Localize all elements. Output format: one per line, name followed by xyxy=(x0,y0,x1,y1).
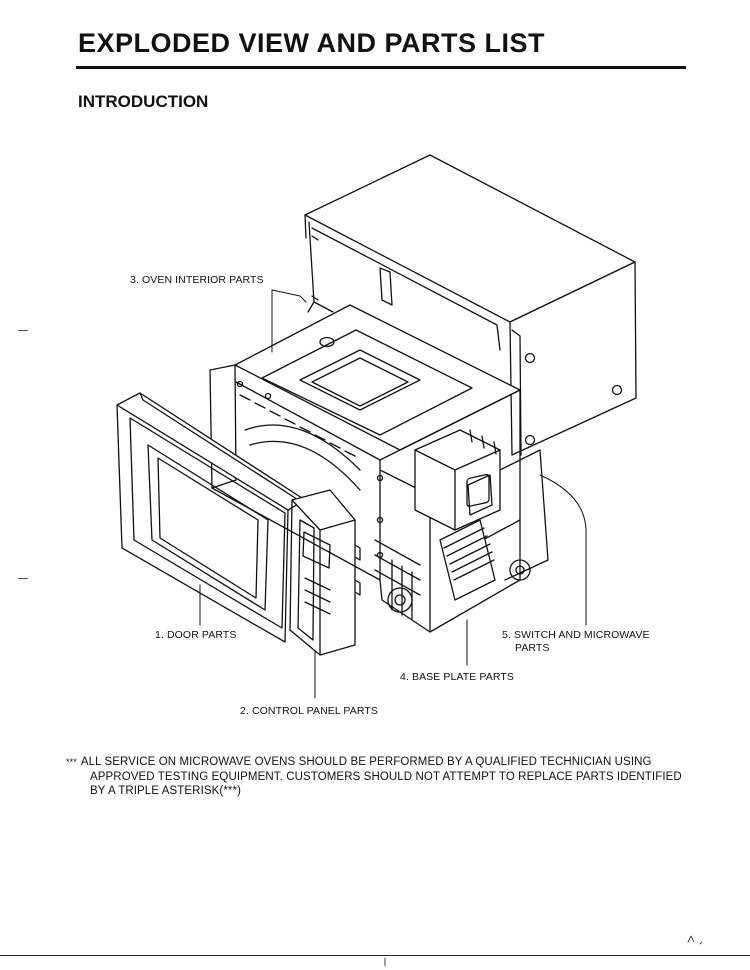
bottom-rule xyxy=(0,955,750,956)
callout-door: 1. DOOR PARTS xyxy=(155,629,237,641)
callout-base-plate: 4. BASE PLATE PARTS xyxy=(400,671,514,683)
page-title: EXPLODED VIEW AND PARTS LIST xyxy=(78,28,546,58)
callout-switch-microwave: 5. SWITCH AND MICROWAVE PARTS xyxy=(502,629,650,655)
oven-cavity xyxy=(209,304,521,633)
section-heading: INTRODUCTION xyxy=(78,92,209,111)
notice-marker: *** xyxy=(66,757,77,767)
margin-mark xyxy=(18,578,28,579)
magnetron-assembly xyxy=(414,429,549,601)
notice-text-1: ALL SERVICE ON MICROWAVE OVENS SHOULD BE… xyxy=(80,756,652,768)
margin-mark xyxy=(18,330,28,331)
notice-line-1: ***ALL SERVICE ON MICROWAVE OVENS SHOULD… xyxy=(66,755,696,770)
callout-control-panel: 2. CONTROL PANEL PARTS xyxy=(240,705,378,717)
outer-cabinet xyxy=(304,154,637,456)
leader-lines xyxy=(199,289,587,699)
notice-line-3: BY A TRIPLE ASTERISK(***) xyxy=(90,785,242,797)
notice-line-2: APPROVED TESTING EQUIPMENT. CUSTOMERS SH… xyxy=(90,770,682,783)
callout-oven-interior: 3. OVEN INTERIOR PARTS xyxy=(130,274,264,286)
callout-switch-line2: PARTS xyxy=(515,642,550,654)
service-notice: ***ALL SERVICE ON MICROWAVE OVENS SHOULD… xyxy=(66,755,696,799)
control-panel xyxy=(289,489,361,656)
title-underline xyxy=(76,66,686,69)
callout-switch-line1: 5. SWITCH AND MICROWAVE xyxy=(502,629,650,641)
